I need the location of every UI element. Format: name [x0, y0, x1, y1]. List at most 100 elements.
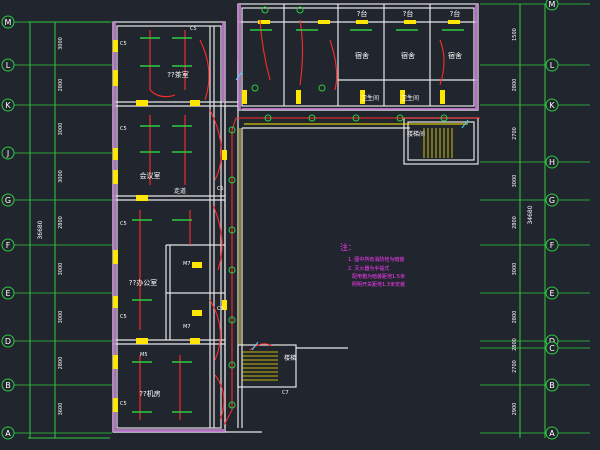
right-dimension-text: 1500 [512, 28, 518, 41]
room-toilet-a: 卫生间 [361, 94, 379, 102]
left-dimension-text: 2800 [58, 216, 64, 229]
grid-axis-left-D-bubble [1, 334, 15, 348]
left-dimension-text: 3000 [58, 123, 64, 136]
room-corridor: 走道 [174, 187, 186, 195]
left-wing-wall-fill [113, 22, 225, 432]
right-dimension-text: 2800 [512, 338, 518, 351]
left-wing-columns [113, 40, 227, 412]
grid-axis-right-B-bubble [545, 378, 559, 392]
top-right-wing-columns [242, 20, 460, 104]
right-dimension-text: 2800 [512, 79, 518, 92]
light-fixtures [132, 29, 464, 413]
svg-text:C5: C5 [120, 126, 127, 132]
left-dimension-text: 2800 [58, 79, 64, 92]
bottom-stair-treads [242, 351, 278, 381]
grid-axis-right-H-label: H [549, 158, 555, 167]
grid-axis-right-K-bubble [545, 98, 559, 112]
room-duty: ??机房 [139, 389, 160, 398]
grid-axis-left-A-label: A [5, 429, 11, 438]
notes-item-1: 1. 图中所有消防栓为暗装 [348, 256, 404, 263]
right-dimension-text: 2700 [512, 360, 518, 373]
room-pantry: ??茶室 [167, 70, 188, 79]
grid-axis-left-M-bubble [1, 15, 15, 29]
piping-network [139, 19, 480, 426]
fixture-markers [228, 6, 448, 409]
room-stair: 楼梯 [284, 354, 296, 362]
grid-axis-right-F-label: F [550, 241, 555, 250]
grid-axis-left-E-bubble [1, 286, 15, 300]
notes-item-3: 配电箱为暗装距地1.5米 [352, 273, 405, 280]
grid-axis-left-B-bubble [1, 378, 15, 392]
grid-axis-right-L-label: L [550, 61, 555, 70]
left-outer-dimension: 36680 [37, 220, 44, 239]
svg-text:C5: C5 [217, 186, 224, 192]
left-dimension-text: 3000 [58, 311, 64, 324]
grid-axis-right-G-label: G [549, 196, 555, 205]
grid-axis-left-A-bubble [1, 426, 15, 440]
right-dimension-text: 3000 [512, 175, 518, 188]
svg-text:C5: C5 [190, 26, 197, 32]
left-dimension-text: 2800 [58, 357, 64, 370]
grid-axis-right-M-label: M [549, 0, 556, 9]
left-dimension-text: 3600 [58, 403, 64, 416]
stair-top-right [423, 128, 453, 158]
right-dimension-text: 2800 [512, 216, 518, 229]
svg-text:C5: C5 [120, 221, 127, 227]
left-dimension-text: 3000 [58, 170, 64, 183]
grid-axis-left-M-label: M [5, 18, 12, 27]
grid-axis-left-F-bubble [1, 238, 15, 252]
room-stair2: 楼梯间 [407, 130, 425, 138]
grid-axis-right-E-bubble [545, 286, 559, 300]
grid-axis-right-K-label: K [549, 101, 555, 110]
grid-axis-right-F-bubble [545, 238, 559, 252]
grid-bubbles-right: MLKHGFEDCBA [545, 0, 559, 440]
grid-axis-left-E-label: E [5, 289, 10, 298]
notes-item-4: 照明开关距地1.3米安装 [352, 281, 405, 288]
left-inner-dimensions: 3000 2800 3000 3000 2800 3000 3000 2800 3600 [58, 37, 64, 415]
svg-text:M5: M5 [140, 352, 148, 358]
top-right-wing-wall-fill [238, 4, 478, 110]
left-dimension-text: 3000 [58, 263, 64, 276]
room-meeting: 会议室 [140, 171, 161, 180]
room-labels: ??茶室 会议室 ??办公室 ??机房 走道 宿舍 宿舍 宿舍 ?台 ?台 ?台… [129, 9, 462, 398]
room-top-b: ?台 [403, 9, 414, 18]
room-dorm-b: 宿舍 [401, 51, 415, 60]
grid-axis-left-G-label: G [5, 196, 11, 205]
grid-axis-right-C-bubble [545, 341, 559, 355]
grid-axis-left-L-bubble [1, 58, 15, 72]
svg-text:M7: M7 [183, 261, 191, 267]
svg-text:C7: C7 [282, 390, 289, 396]
right-outer-dimension: 34680 [527, 205, 534, 224]
grid-axis-right-C-label: C [549, 344, 555, 353]
room-top-c: ?台 [450, 9, 461, 18]
grid-axis-right-E-label: E [549, 289, 554, 298]
cyan-accents [235, 71, 469, 351]
notes-item-2: 2. 灭火器为手提式 [348, 265, 389, 272]
grid-axis-left-L-label: L [6, 61, 11, 70]
room-dorm-c: 宿舍 [448, 51, 462, 60]
left-dimension-text: 3000 [58, 37, 64, 50]
grid-axis-right-M-bubble [545, 0, 559, 11]
grid-axis-left-J-label: J [6, 149, 9, 158]
grid-axis-left-D-label: D [5, 337, 11, 346]
bottom-stair-walls [237, 344, 348, 388]
svg-text:C5: C5 [120, 401, 127, 407]
right-dimension-text: 2800 [512, 311, 518, 324]
room-office: ??办公室 [129, 278, 157, 287]
grid-axis-right-B-label: B [549, 381, 555, 390]
grid-axis-left-G-bubble [1, 193, 15, 207]
grid-axis-left-F-label: F [6, 241, 11, 250]
svg-text:C5: C5 [120, 41, 127, 47]
right-dimension-text: 2700 [512, 127, 518, 140]
svg-text:C5: C5 [217, 306, 224, 312]
grid-axis-left-B-label: B [5, 381, 11, 390]
notes-title: 注： [340, 242, 356, 252]
room-dorm-a: 宿舍 [355, 51, 369, 60]
right-dimension-text: 2900 [512, 403, 518, 416]
room-top-a: ?台 [357, 9, 368, 18]
grid-axis-right-A-label: A [549, 429, 555, 438]
